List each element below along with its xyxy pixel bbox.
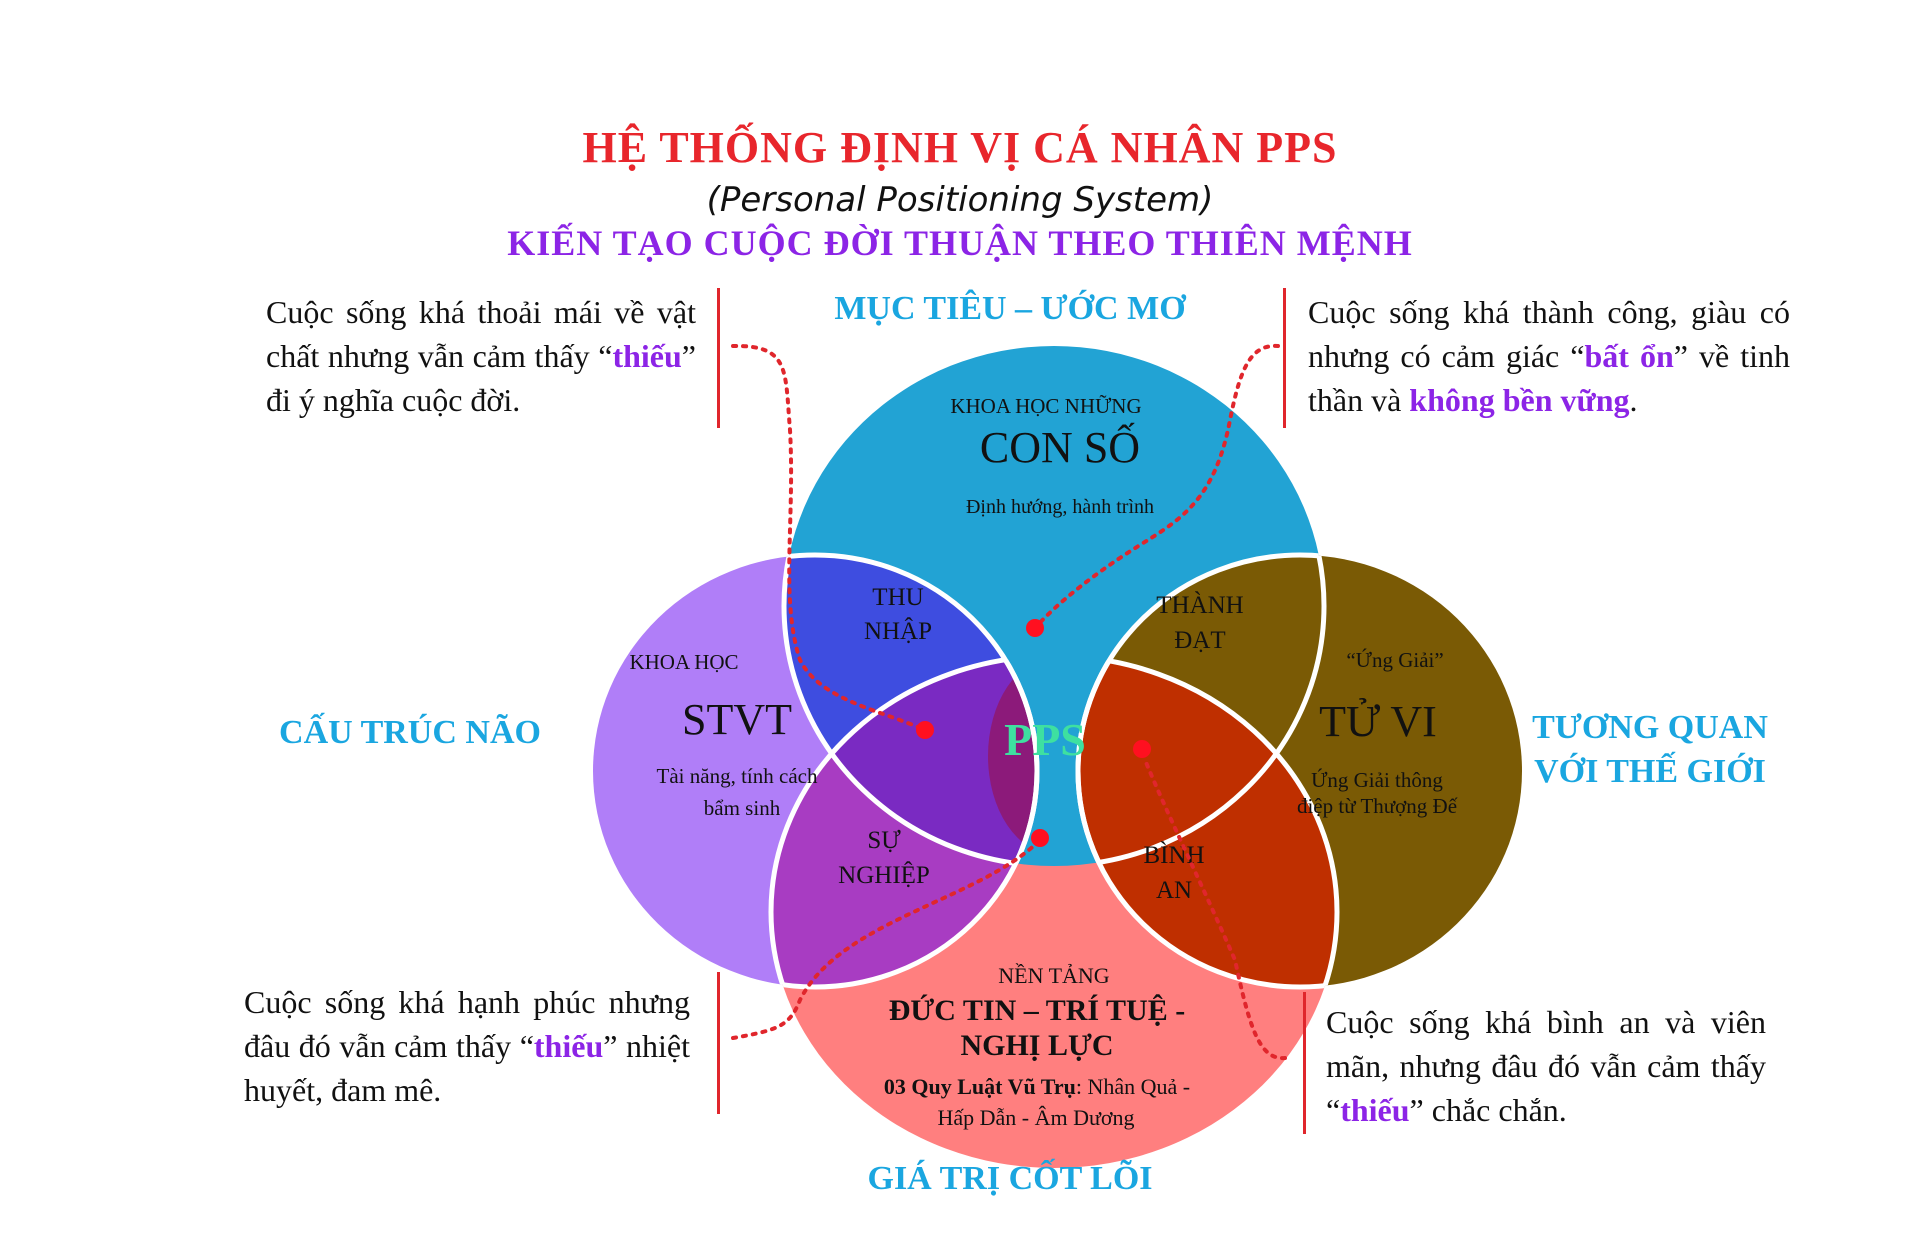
right-circle-title: TỬ VI [1319,697,1437,746]
top-circle-small-label: KHOA HỌC NHỮNG [950,394,1141,418]
leader-dot-4 [1133,740,1151,758]
left-circle-desc-line2: bẩm sinh [704,796,781,820]
note-top-left: Cuộc sống khá thoải mái về vật chất nhưn… [266,294,696,418]
bottom-circle-desc-line2: Hấp Dẫn - Âm Dương [937,1105,1134,1130]
divider-bottom-left [717,972,720,1114]
right-circle-small-label: “Ứng Giải” [1346,648,1443,672]
overlap-thu-nhap-line2: NHẬP [864,617,932,645]
axis-label-right-line2: VỚI THẾ GIỚI [1534,753,1766,790]
overlap-binh-an-line2: AN [1156,877,1192,904]
leader-dot-2 [1026,619,1044,637]
note-top-right-highlight-2: không bền vững [1409,382,1630,418]
left-circle-desc-line1: Tài năng, tính cách [657,764,818,788]
left-circle-small-label: KHOA HỌC [629,650,738,674]
page-subtitle: (Personal Positioning System) [706,180,1214,220]
right-circle-desc-line2: điệp từ Thượng Đế [1297,794,1458,818]
page-title: HỆ THỐNG ĐỊNH VỊ CÁ NHÂN PPS [582,123,1338,172]
overlap-su-nghiep-line2: NGHIỆP [838,861,930,889]
top-circle-title: CON SỐ [980,422,1140,472]
note-bottom-right: Cuộc sống khá bình an và viên mãn, nhưng… [1326,1004,1766,1128]
leader-dots [916,619,1151,847]
circle-outlines [768,552,1340,990]
leader-dot-1 [916,721,934,739]
note-top-right: Cuộc sống khá thành công, giàu có nhưng … [1308,294,1790,418]
note-bottom-left: Cuộc sống khá hạnh phúc nhưng đâu đó vẫn… [244,984,690,1108]
axis-label-bottom: GIÁ TRỊ CỐT LÕI [867,1160,1153,1197]
page-tagline: KIẾN TẠO CUỘC ĐỜI THUẬN THEO THIÊN MỆNH [507,223,1413,263]
overlap-center [988,658,1037,854]
overlap-thanh-dat-line1: THÀNH [1156,591,1244,619]
note-bottom-left-highlight: thiếu [533,1028,604,1064]
left-circle-title: STVT [682,695,792,744]
bottom-circle-title-line1: ĐỨC TIN – TRÍ TUỆ - [889,994,1185,1027]
overlap-thu-nhap-line1: THU [872,584,923,611]
axis-label-right: TƯƠNG QUAN VỚI THẾ GIỚI [1500,706,1800,794]
note-top-right-highlight-1: bất ổn [1584,338,1674,374]
bottom-circle-desc-line1: 03 Quy Luật Vũ Trụ: Nhân Quả - [884,1074,1190,1099]
note-top-left-highlight: thiếu [612,338,682,374]
leader-dot-3 [1031,829,1049,847]
center-pps-label: PPS [1004,714,1086,765]
leader-lines [731,343,1287,1061]
axis-label-right-line1: TƯƠNG QUAN [1532,709,1768,746]
leader-line-top-right [1033,343,1280,630]
note-bottom-right-highlight: thiếu [1340,1092,1410,1128]
leader-line-bottom-left [731,838,1042,1040]
top-circle-desc: Định hướng, hành trình [966,496,1154,518]
bottom-circle-small-label: NỀN TẢNG [998,963,1110,988]
leader-line-top-left [731,343,927,732]
leader-line-bottom-right [1143,758,1287,1061]
axis-label-top: MỤC TIÊU – ƯỚC MƠ [834,290,1186,327]
right-circle-desc-line1: Ứng Giải thông [1311,768,1443,792]
divider-bottom-right [1303,992,1306,1134]
overlap-thanh-dat-line2: ĐẠT [1174,627,1225,654]
bottom-circle-title-line2: NGHỊ LỰC [960,1029,1113,1062]
overlap-binh-an-line1: BÌNH [1143,841,1204,869]
divider-top-right [1283,288,1286,428]
axis-label-left: CẤU TRÚC NÃO [279,714,541,751]
overlap-top-bottom-left [771,656,1037,987]
overlap-su-nghiep-line1: SỰ [867,827,901,854]
divider-top-left [717,288,720,428]
